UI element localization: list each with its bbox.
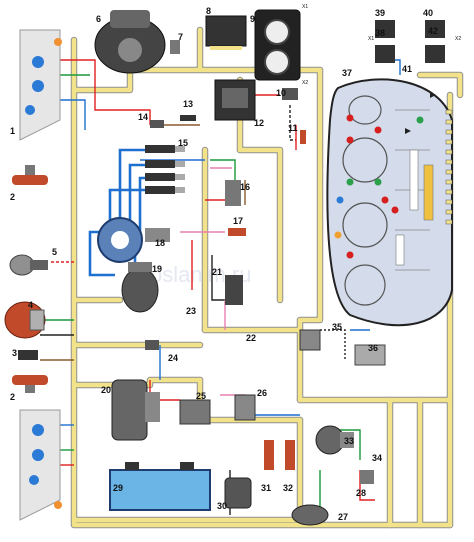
fuel-pump-sensor xyxy=(179,399,211,425)
label-2a: 2 xyxy=(10,192,15,202)
label-9: 9 xyxy=(250,14,255,24)
component-labels: 1 2 2 3 4 5 6 7 8 9 10 11 12 13 14 15 16… xyxy=(10,6,438,522)
label-7: 7 xyxy=(178,32,183,42)
label-16: 16 xyxy=(240,182,250,192)
connector-x1-right: X1 xyxy=(368,36,374,42)
label-11: 11 xyxy=(288,123,298,133)
label-28: 28 xyxy=(356,488,366,498)
label-14: 14 xyxy=(138,112,148,122)
distributor xyxy=(97,217,170,263)
label-30: 30 xyxy=(217,501,227,511)
instrument-panel xyxy=(326,78,453,327)
brake-sensor xyxy=(234,394,256,421)
headlight-top xyxy=(19,29,62,141)
switch-unit xyxy=(254,9,301,81)
label-18: 18 xyxy=(155,238,165,248)
label-3: 3 xyxy=(12,348,17,358)
ignition-coil-top xyxy=(94,10,166,74)
horn-sensor xyxy=(9,254,48,276)
label-21: 21 xyxy=(212,267,222,277)
label-2b: 2 xyxy=(10,392,15,402)
label-39: 39 xyxy=(375,8,385,18)
label-42: 42 xyxy=(428,26,438,36)
label-5: 5 xyxy=(52,247,57,257)
voltage-regulator xyxy=(214,79,256,121)
relay-box xyxy=(205,15,247,50)
starter-motor xyxy=(111,379,160,441)
label-41: 41 xyxy=(402,64,412,74)
wiper-motor xyxy=(315,425,354,455)
panel-diode-symbols xyxy=(405,92,436,134)
washer-pump xyxy=(224,477,252,509)
label-8: 8 xyxy=(206,6,211,16)
rear-wiper-motor xyxy=(291,504,329,526)
label-17: 17 xyxy=(233,216,243,226)
spark-plugs xyxy=(145,145,185,194)
panel-terminal-strip xyxy=(445,109,453,225)
label-20: 20 xyxy=(101,385,111,395)
headlight-bottom xyxy=(19,409,62,521)
ignition-coil xyxy=(121,262,159,313)
label-4: 4 xyxy=(28,300,33,310)
label-23: 23 xyxy=(186,306,196,316)
oil-sensor xyxy=(225,275,243,305)
battery xyxy=(109,462,211,511)
label-29: 29 xyxy=(113,483,123,493)
label-6: 6 xyxy=(96,14,101,24)
connector-x2-top: X2 xyxy=(302,80,308,86)
misc-parts xyxy=(18,40,386,484)
label-10: 10 xyxy=(276,88,286,98)
label-35: 35 xyxy=(332,322,342,332)
relays-top-right xyxy=(375,20,445,63)
label-19: 19 xyxy=(152,264,162,274)
label-34: 34 xyxy=(372,453,382,463)
label-15: 15 xyxy=(178,138,188,148)
connector-x1-top: X1 xyxy=(302,4,308,10)
label-22: 22 xyxy=(246,333,256,343)
generator xyxy=(4,301,46,339)
label-13: 13 xyxy=(183,99,193,109)
label-1a: 1 xyxy=(10,126,15,136)
label-27: 27 xyxy=(338,512,348,522)
label-38: 38 xyxy=(375,28,385,38)
label-32: 32 xyxy=(283,483,293,493)
connector-x2-right: X2 xyxy=(455,36,461,42)
label-33: 33 xyxy=(344,436,354,446)
label-31: 31 xyxy=(261,483,271,493)
label-40: 40 xyxy=(423,8,433,18)
side-lamp-top xyxy=(12,165,48,185)
sensors-31-32 xyxy=(264,440,295,470)
label-12: 12 xyxy=(254,118,264,128)
label-36: 36 xyxy=(368,343,378,353)
side-lamp-bottom xyxy=(12,375,48,393)
panel-indicator-lamps xyxy=(334,114,424,259)
label-25: 25 xyxy=(196,391,206,401)
label-37: 37 xyxy=(342,68,352,78)
label-26: 26 xyxy=(257,388,267,398)
label-24: 24 xyxy=(168,353,178,363)
